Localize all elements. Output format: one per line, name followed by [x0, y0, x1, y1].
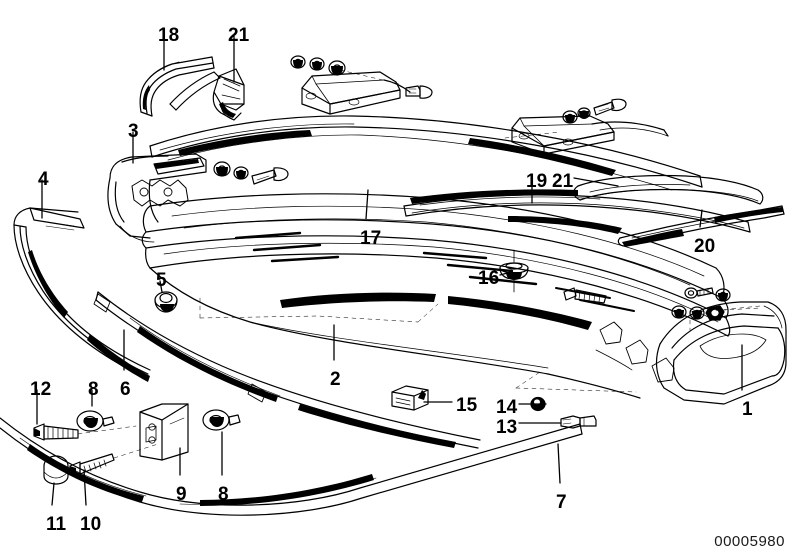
bracket-right — [504, 98, 669, 155]
callout-10: 10 — [80, 514, 102, 535]
part-2-bumper-bar-center — [141, 193, 731, 399]
part-11-cap — [43, 455, 69, 485]
leader-5 — [159, 280, 163, 293]
leader-10 — [83, 469, 87, 506]
part-15-retaining-clip — [391, 385, 429, 411]
part-20-trim-strip-right-lower — [617, 205, 785, 247]
part-21-corner-cap-left — [212, 68, 245, 121]
callout-16: 16 — [478, 268, 500, 289]
callout-5: 5 — [156, 270, 167, 291]
catalog-number: 00005980 — [714, 533, 785, 550]
callout-13: 13 — [496, 417, 518, 438]
part-17-upper-trim-rail — [149, 115, 703, 191]
callout-leader-lines — [36, 35, 743, 506]
part-5-grommet-nut — [154, 291, 178, 313]
part-12-hex-bolt — [33, 423, 137, 441]
part-4-trim-strip-left — [13, 207, 151, 382]
callout-6: 6 — [120, 379, 131, 400]
leader-11 — [51, 482, 55, 506]
callout-8b: 8 — [218, 484, 229, 505]
part-10-self-tapping-screw — [69, 443, 159, 477]
callout-1: 1 — [742, 399, 753, 420]
callout-19: 19 — [526, 171, 548, 192]
hardware-right-cluster — [671, 287, 761, 321]
part-21-corner-cap-right — [573, 174, 764, 205]
part-1-bumper-end-cover-right — [655, 301, 787, 405]
callout-7: 7 — [556, 492, 567, 513]
bolt-mid-right — [563, 287, 607, 304]
leader-20 — [699, 209, 703, 228]
part-13-screw-small — [560, 415, 597, 429]
callout-9: 9 — [176, 484, 187, 505]
callout-12: 12 — [30, 379, 52, 400]
part-3-bumper-end-cover-left — [107, 153, 207, 243]
leader-17 — [365, 189, 369, 220]
callout-4: 4 — [38, 169, 49, 190]
leader-7 — [557, 443, 561, 484]
leader-16 — [499, 271, 512, 276]
callout-8: 8 — [88, 379, 99, 400]
part-6-rubber-strip-lower-left — [93, 291, 481, 449]
part-9-mounting-bracket — [139, 403, 189, 461]
upper-moulding-left — [169, 71, 221, 111]
callout-20: 20 — [694, 236, 716, 257]
callout-21: 21 — [228, 25, 250, 46]
parts-linework — [0, 55, 787, 516]
part-7-rubber-strip-lower — [0, 417, 583, 516]
part-16-sealing-grommet — [499, 249, 529, 293]
bracket-top-center — [290, 55, 433, 115]
hardware-left-end — [213, 161, 289, 185]
callout-11: 11 — [46, 514, 67, 535]
callout-14: 14 — [496, 397, 518, 418]
callout-18: 18 — [158, 25, 180, 46]
callout-3: 3 — [128, 121, 139, 142]
part-19-trim-strip-right — [403, 189, 751, 234]
leader-21b — [573, 177, 619, 187]
part-8-spacer-bushing-upper — [76, 410, 115, 432]
callout-2: 2 — [330, 369, 341, 390]
callout-15: 15 — [456, 395, 478, 416]
callout-17: 17 — [360, 228, 382, 249]
callout-21b: 21 — [552, 171, 574, 192]
part-8-spacer-bushing-lower — [202, 409, 241, 431]
